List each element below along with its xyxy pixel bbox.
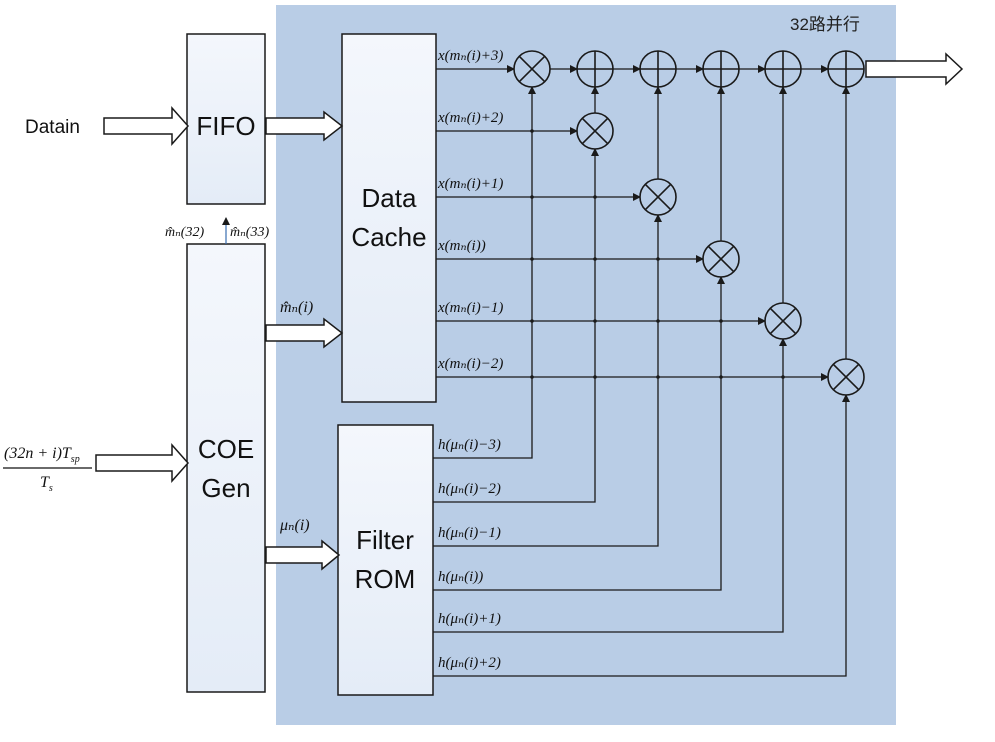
multiplier-icon (827, 358, 865, 396)
m-hat-i-label: m̂ₙ(i) (280, 299, 313, 316)
m-hat-33-label: m̂ₙ(33) (230, 225, 269, 240)
multiplier-icon (576, 112, 614, 150)
adder-icon (639, 50, 677, 88)
x-tap-labels: x(mₙ(i)+3) x(mₙ(i)+2) x(mₙ(i)+1) x(mₙ(i)) x(… (437, 48, 503, 372)
x-tap-label: x(mₙ(i)+3) (437, 48, 503, 64)
data-cache-label-line1: Data (362, 183, 417, 213)
fifo-label: FIFO (196, 111, 255, 141)
operators (513, 50, 865, 396)
output-arrow (865, 52, 964, 86)
adder-icon (827, 50, 865, 88)
datain-arrow (103, 106, 190, 146)
filter-rom-label-line1: Filter (356, 525, 414, 555)
mu-i-label: μₙ(i) (279, 517, 310, 534)
timing-denominator: T (40, 474, 50, 491)
h-tap-wire (433, 148, 599, 503)
h-tap-wire (433, 214, 662, 547)
signal-wires (433, 65, 850, 677)
timing-denominator-sub: s (49, 483, 53, 494)
x-tap-label: x(mₙ(i)+2) (437, 110, 503, 126)
data-cache-block: Data Cache (341, 33, 437, 403)
h-tap-labels: h(μₙ(i)−3) h(μₙ(i)−2) h(μₙ(i)−1) h(μₙ(i)) h(… (438, 437, 501, 671)
h-tap-label: h(μₙ(i)−2) (438, 481, 501, 497)
mhat-arrow (265, 317, 344, 349)
h-tap-label: h(μₙ(i)−1) (438, 525, 501, 541)
coe-gen-label-line1: COE (198, 434, 254, 464)
filter-rom-block: Filter ROM (337, 424, 434, 696)
multiplier-icon (513, 50, 551, 88)
fifo-block: FIFO (186, 33, 266, 205)
x-tap-label: x(mₙ(i)−2) (437, 356, 503, 372)
timing-numerator-sub: sp (71, 454, 80, 465)
adder-icon (576, 50, 614, 88)
adder-icon (702, 50, 740, 88)
x-tap-label: x(mₙ(i)−1) (437, 300, 503, 316)
h-tap-label: h(μₙ(i)−3) (438, 437, 501, 453)
panel-label: 32路并行 (790, 15, 860, 34)
h-tap-label: h(μₙ(i)+1) (438, 611, 501, 627)
filter-rom-label-line2: ROM (355, 564, 416, 594)
h-tap-wire (433, 394, 850, 677)
svg-text:Ts: Ts (40, 474, 53, 494)
m-hat-32-label: m̂ₙ(32) (165, 225, 204, 240)
multiplier-icon (639, 178, 677, 216)
multiplier-icon (702, 240, 740, 278)
timing-input-arrow (95, 443, 190, 483)
h-tap-label: h(μₙ(i)+2) (438, 655, 501, 671)
svg-text:(32n + i)Tsp: (32n + i)Tsp (4, 445, 80, 465)
coe-gen-block: COE Gen (186, 243, 266, 693)
data-cache-label-line2: Cache (351, 222, 426, 252)
h-tap-wire (433, 338, 787, 633)
multiplier-icon (764, 302, 802, 340)
timing-numerator: (32n + i)T (4, 445, 72, 462)
datain-label: Datain (25, 117, 80, 138)
fifo-to-cache-arrow (265, 110, 344, 142)
adder-icon (764, 50, 802, 88)
h-tap-wire (433, 86, 536, 459)
timing-fraction: (32n + i)Tsp Ts (3, 445, 92, 494)
mu-arrow (265, 539, 341, 571)
x-tap-label: x(mₙ(i)+1) (437, 176, 503, 192)
h-tap-wire (433, 276, 725, 591)
h-tap-label: h(μₙ(i)) (438, 569, 483, 585)
x-tap-label: x(mₙ(i)) (437, 238, 486, 254)
coe-gen-label-line2: Gen (201, 473, 250, 503)
